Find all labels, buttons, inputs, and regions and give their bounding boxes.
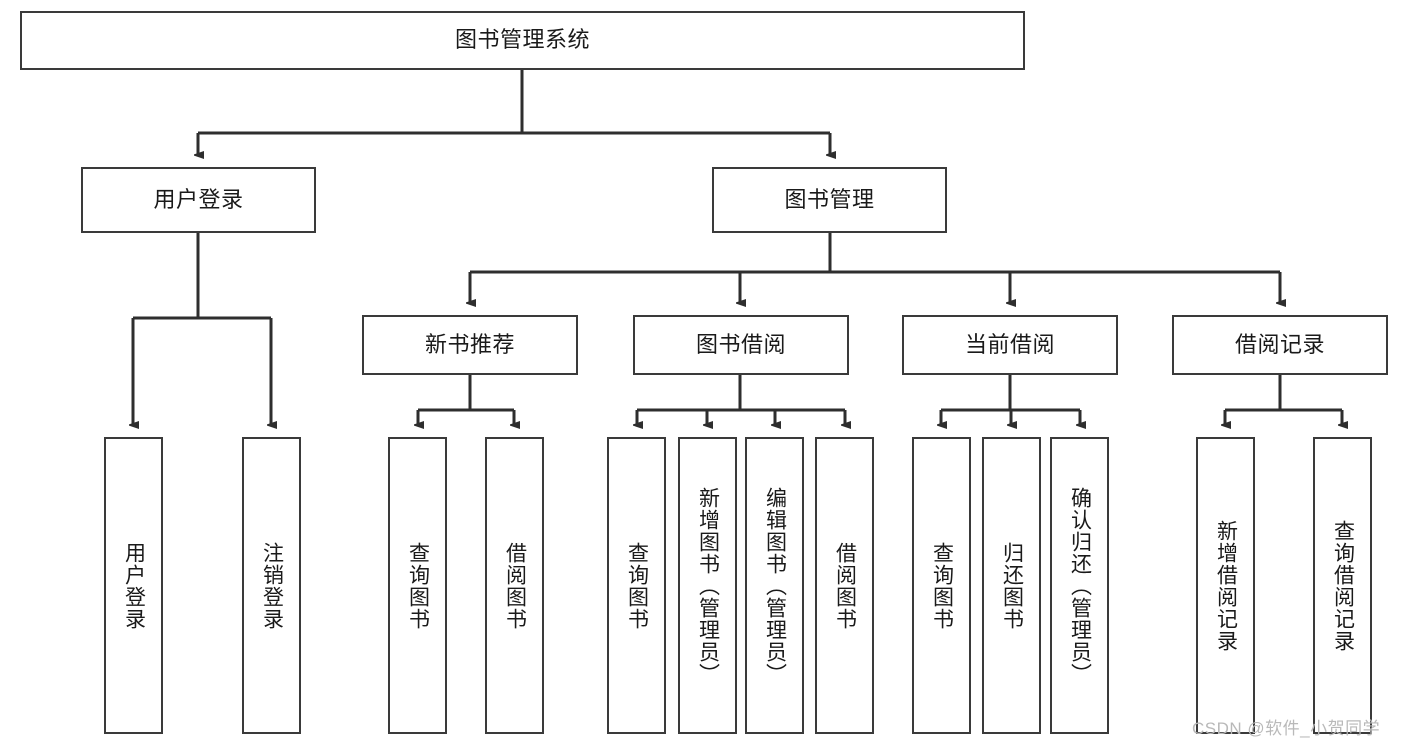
node-leaf-user-login[interactable]: 用户登录 [104, 437, 163, 734]
node-root[interactable]: 图书管理系统 [20, 11, 1025, 70]
node-leaf-confirm-return-label: 确认归还（管理员） [1068, 486, 1092, 685]
node-borrow-record-label: 借阅记录 [1234, 331, 1325, 357]
node-leaf-query-book-1[interactable]: 查询图书 [388, 437, 447, 734]
node-leaf-confirm-return[interactable]: 确认归还（管理员） [1050, 437, 1109, 734]
node-new-book-recommend[interactable]: 新书推荐 [362, 315, 578, 375]
node-leaf-add-book-label: 新增图书（管理员） [696, 486, 720, 685]
node-leaf-query-book-3[interactable]: 查询图书 [912, 437, 971, 734]
node-leaf-query-book-2-label: 查询图书 [625, 541, 649, 630]
node-leaf-edit-book-label: 编辑图书（管理员） [763, 486, 787, 685]
node-current-borrow-label: 当前借阅 [964, 331, 1055, 357]
node-leaf-query-book-1-label: 查询图书 [406, 541, 430, 630]
node-book-manage[interactable]: 图书管理 [712, 167, 947, 233]
node-book-borrow[interactable]: 图书借阅 [633, 315, 849, 375]
node-book-manage-label: 图书管理 [784, 186, 875, 212]
node-leaf-logout-label: 注销登录 [260, 541, 284, 630]
node-user-login[interactable]: 用户登录 [81, 167, 316, 233]
node-leaf-borrow-book-2-label: 借阅图书 [833, 541, 857, 630]
node-user-login-label: 用户登录 [153, 186, 244, 212]
node-leaf-add-record-label: 新增借阅记录 [1214, 519, 1238, 652]
node-leaf-query-record[interactable]: 查询借阅记录 [1313, 437, 1372, 734]
watermark: CSDN @软件_小贺同学 [1192, 719, 1381, 738]
node-leaf-borrow-book-2[interactable]: 借阅图书 [815, 437, 874, 734]
node-leaf-query-record-label: 查询借阅记录 [1331, 519, 1355, 652]
node-leaf-return-book-label: 归还图书 [1000, 541, 1024, 630]
node-leaf-edit-book[interactable]: 编辑图书（管理员） [745, 437, 804, 734]
node-root-label: 图书管理系统 [454, 27, 590, 53]
node-leaf-borrow-book-1-label: 借阅图书 [503, 541, 527, 630]
node-leaf-query-book-3-label: 查询图书 [930, 541, 954, 630]
node-leaf-logout[interactable]: 注销登录 [242, 437, 301, 734]
node-leaf-query-book-2[interactable]: 查询图书 [607, 437, 666, 734]
node-book-borrow-label: 图书借阅 [695, 331, 786, 357]
node-new-book-recommend-label: 新书推荐 [424, 331, 515, 357]
node-leaf-add-record[interactable]: 新增借阅记录 [1196, 437, 1255, 734]
node-leaf-user-login-label: 用户登录 [122, 541, 146, 630]
node-current-borrow[interactable]: 当前借阅 [902, 315, 1118, 375]
node-leaf-add-book[interactable]: 新增图书（管理员） [678, 437, 737, 734]
node-borrow-record[interactable]: 借阅记录 [1172, 315, 1388, 375]
node-leaf-return-book[interactable]: 归还图书 [982, 437, 1041, 734]
node-leaf-borrow-book-1[interactable]: 借阅图书 [485, 437, 544, 734]
